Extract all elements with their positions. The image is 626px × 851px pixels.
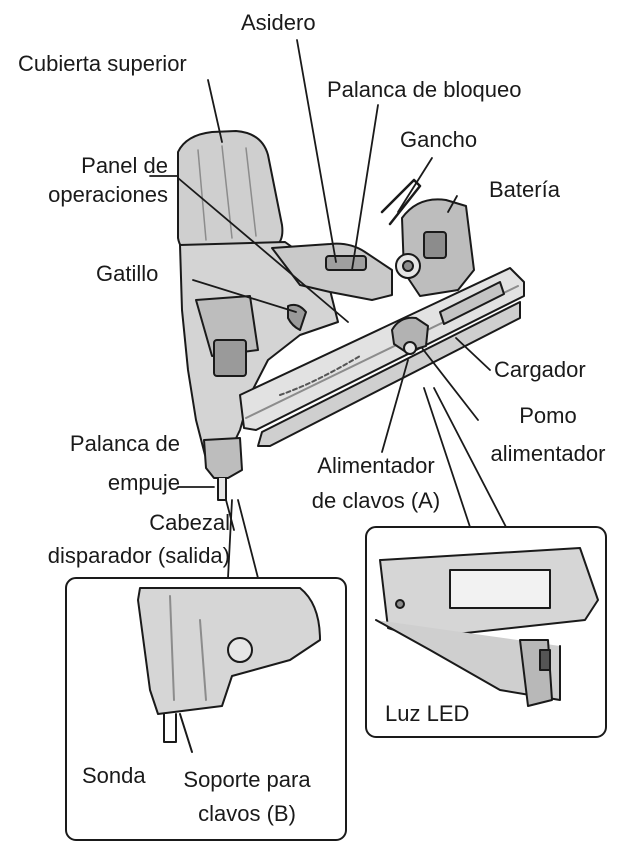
label-pomo-alimentador-1: Pomo <box>519 403 577 428</box>
label-alimentador-de-clavos-a-1: Alimentador <box>317 453 435 478</box>
nose-shape <box>203 437 243 479</box>
label-soporte-para-clavos-1: Soporte para <box>183 767 311 792</box>
label-pomo-alimentador-2: alimentador <box>490 441 606 466</box>
label-gatillo: Gatillo <box>96 261 159 286</box>
label-asidero: Asidero <box>241 10 316 35</box>
label-cubierta-superior: Cubierta superior <box>18 51 187 76</box>
label-cargador: Cargador <box>494 357 586 382</box>
label-gancho: Gancho <box>400 127 478 152</box>
operation-panel-shape <box>213 339 247 377</box>
label-luz-led: Luz LED <box>385 701 470 726</box>
label-panel-de-operaciones-1: Panel de <box>81 153 168 178</box>
label-palanca-de-empuje-2: empuje <box>107 470 180 495</box>
label-panel-de-operaciones-2: operaciones <box>48 182 168 207</box>
label-palanca-de-bloqueo: Palanca de bloqueo <box>327 77 522 102</box>
label-cabezal-disparador-1: Cabezal <box>149 510 230 535</box>
label-alimentador-de-clavos-a-2: de clavos (A) <box>311 488 441 513</box>
label-palanca-de-empuje-1: Palanca de <box>69 431 180 456</box>
label-soporte-para-clavos-2: clavos (B) <box>198 801 296 826</box>
label-cabezal-disparador-2: disparador (salida) <box>47 543 230 568</box>
label-bateria: Batería <box>489 177 560 202</box>
label-sonda: Sonda <box>82 763 146 788</box>
